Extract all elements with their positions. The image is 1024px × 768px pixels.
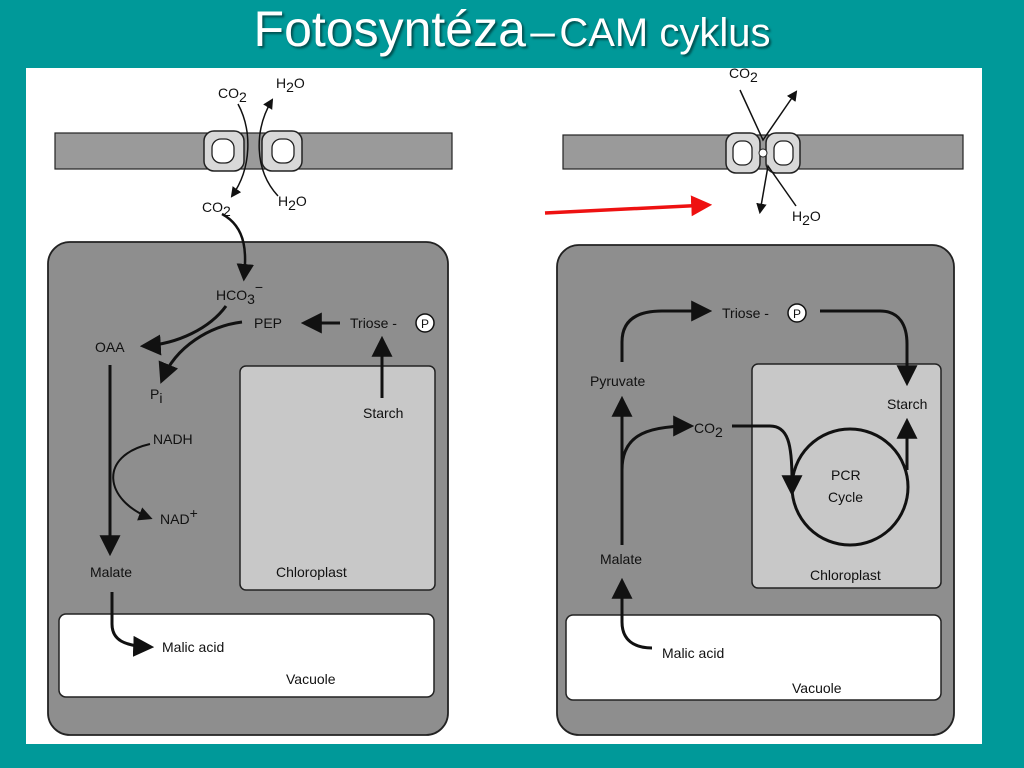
- night-chloroplast: [239, 365, 436, 591]
- night-oaa-label: OAA: [95, 339, 125, 355]
- day-pyruvate-to-triose-arrow: [620, 300, 713, 362]
- day-chloroplast: [751, 363, 942, 589]
- night-hco3-label: HCO3−: [216, 279, 263, 307]
- day-starch-label: Starch: [887, 396, 927, 412]
- slide-title: Fotosyntéza – CAM cyklus: [0, 0, 1024, 64]
- night-starch-label: Starch: [363, 405, 403, 421]
- night-nadh-to-nad-arc: [112, 443, 153, 521]
- title-dash: –: [530, 7, 555, 56]
- night-triose-label: Triose -: [350, 315, 397, 331]
- night-chloroplast-label: Chloroplast: [276, 564, 347, 580]
- day-h2o-blocked-path: [756, 164, 797, 215]
- night-vacuole-label: Vacuole: [286, 671, 336, 687]
- day-co2-to-pcr-arrow: [732, 424, 794, 481]
- cam-diagram: CO2 H2O H2O CO2 HCO3− PEP Triose - P OAA…: [47, 68, 964, 736]
- day-vacuole: [565, 614, 942, 701]
- day-pcr-label: PCR: [831, 467, 861, 483]
- night-co2-outside-label: CO2: [218, 85, 247, 105]
- red-pointer-arrow: [544, 195, 713, 217]
- day-co2-label: CO2: [694, 420, 723, 440]
- night-panel: CO2 H2O H2O CO2 HCO3− PEP Triose - P OAA…: [47, 75, 453, 736]
- day-malic-acid-to-malate-arrow: [611, 577, 653, 650]
- day-malic-acid-label: Malic acid: [662, 645, 724, 661]
- night-h2o-inside-label: H2O: [278, 193, 307, 213]
- day-chloroplast-label: Chloroplast: [810, 567, 881, 583]
- night-co2-to-hco3-arrow: [221, 212, 254, 282]
- night-h2o-efflux-arrow: [258, 98, 279, 197]
- night-pep-to-pi-arrow: [158, 320, 243, 384]
- title-sub: CAM cyklus: [559, 11, 771, 55]
- day-co2-blocked-path: [739, 89, 798, 142]
- svg-text:P: P: [421, 317, 429, 331]
- night-stoma-open: [203, 130, 303, 172]
- day-cycle-label: Cycle: [828, 489, 863, 505]
- night-co2-influx-arrow: [230, 103, 249, 198]
- night-malate-label: Malate: [90, 564, 132, 580]
- night-nadh-label: NADH: [153, 431, 193, 447]
- day-phosphate-badge: P: [787, 303, 807, 323]
- night-hco3-to-oaa-arrow: [139, 305, 228, 356]
- night-leaf-surface: [54, 132, 453, 170]
- night-pi-label: Pi: [150, 386, 162, 406]
- cam-figure: CO2 H2O H2O CO2 HCO3− PEP Triose - P OAA…: [26, 68, 982, 744]
- night-malic-acid-label: Malic acid: [162, 639, 224, 655]
- night-malate-to-malic-acid-arrow: [110, 592, 155, 657]
- day-pyruvate-label: Pyruvate: [590, 373, 645, 389]
- day-malate-label: Malate: [600, 551, 642, 567]
- night-phosphate-badge: P: [415, 313, 435, 333]
- day-triose-label: Triose -: [722, 305, 769, 321]
- day-stoma-closed: [725, 132, 801, 174]
- night-pep-label: PEP: [254, 315, 282, 331]
- day-triose-to-starch-arrow: [820, 309, 918, 387]
- day-vacuole-label: Vacuole: [792, 680, 842, 696]
- night-h2o-top-label: H2O: [276, 75, 305, 95]
- day-h2o-inside-label: H2O: [792, 208, 821, 228]
- title-main: Fotosyntéza: [253, 1, 526, 57]
- day-malate-to-co2-arrow: [620, 415, 695, 471]
- night-nad-label: NAD+: [160, 505, 198, 527]
- day-co2-outside-label: CO2: [729, 68, 758, 85]
- night-co2-inside-label: CO2: [202, 199, 231, 219]
- night-vacuole: [58, 613, 435, 698]
- day-panel: CO2 H2O Triose - P Pyruvate Starch CO2 P…: [556, 68, 964, 736]
- svg-text:P: P: [793, 307, 801, 321]
